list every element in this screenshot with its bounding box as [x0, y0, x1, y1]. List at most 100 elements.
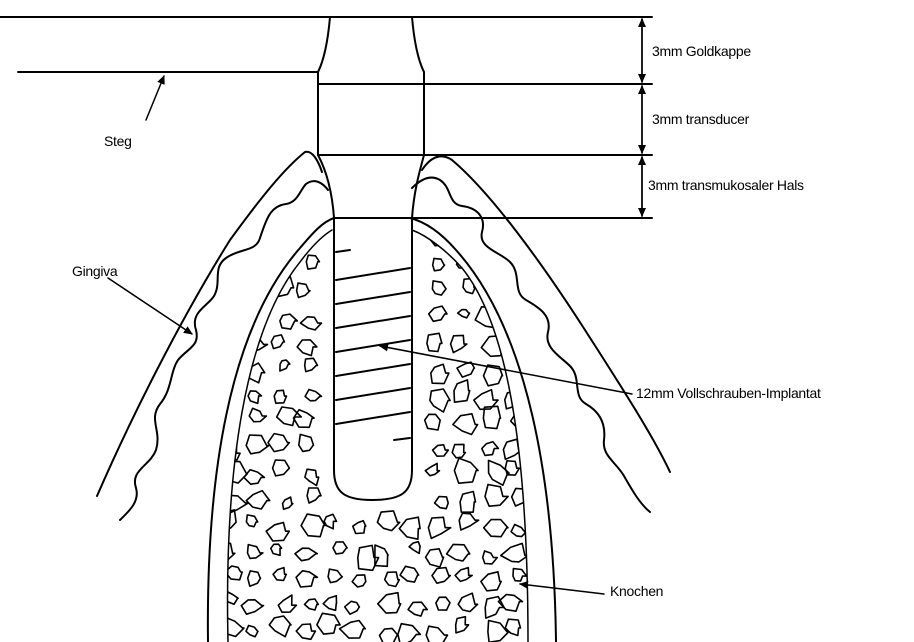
trabecula [481, 336, 506, 357]
trabecula [224, 333, 242, 347]
trabecula [353, 521, 366, 534]
gingiva-leader [108, 278, 192, 334]
trabecula [482, 442, 499, 456]
trabecula [297, 283, 310, 297]
trabecula [432, 281, 446, 295]
trabecula [433, 445, 449, 456]
trabecula [305, 390, 321, 401]
trabecula [225, 461, 247, 483]
trabecula [475, 225, 500, 247]
trabecula [511, 525, 526, 537]
trabecula [271, 544, 282, 555]
trabecula [296, 571, 317, 587]
trabecula [426, 549, 444, 567]
trabecula [398, 624, 420, 642]
trabecula [249, 408, 266, 421]
label-implantat: 12mm Vollschrauben-Implantat [636, 385, 821, 401]
trabecula [385, 572, 400, 587]
trabecula [324, 514, 336, 529]
gingiva-outer-contour [97, 152, 670, 496]
trabecula [248, 391, 261, 404]
trabecula [429, 306, 447, 321]
implantat-leader [380, 346, 632, 394]
trabecula [276, 277, 294, 297]
trabecula [458, 310, 470, 318]
trabecula [399, 517, 420, 539]
trabecula [426, 626, 447, 642]
trabecula [248, 545, 263, 559]
trabecula [455, 568, 472, 582]
label-hals: 3mm transmukosaler Hals [648, 177, 804, 193]
trabecula [433, 258, 445, 270]
trabecula [451, 335, 467, 352]
trabecula [505, 392, 524, 409]
trabecula [447, 544, 470, 561]
trabecula [511, 318, 525, 328]
trabecula [271, 335, 284, 349]
implant-threads [336, 250, 410, 440]
trabecula [375, 545, 388, 566]
trabecula [511, 413, 532, 429]
trabecula [432, 568, 450, 584]
trabecula [280, 314, 297, 329]
trabecula [380, 628, 399, 642]
trabecula [296, 624, 315, 639]
trabecula [456, 617, 469, 633]
trabecula [294, 410, 315, 428]
trabecula [483, 255, 501, 273]
trabecula [301, 514, 325, 537]
trabecula [323, 596, 336, 611]
trabecula [457, 362, 474, 377]
trabecula [297, 340, 317, 356]
trabecula [458, 593, 477, 611]
trabecula [248, 571, 261, 586]
trabecula [400, 566, 419, 582]
label-gingiva: Gingiva [72, 263, 118, 279]
trabecula [218, 617, 244, 637]
label-goldkappe: 3mm Goldkappe [652, 43, 751, 59]
trabecula [241, 600, 263, 614]
trabecula [345, 601, 360, 614]
trabecula [456, 230, 477, 252]
trabecula [266, 523, 289, 542]
trabecula [352, 575, 366, 587]
trabecula [299, 434, 314, 451]
label-transducer: 3mm transducer [652, 111, 750, 127]
trabecula [246, 435, 269, 454]
trabecula [305, 599, 319, 610]
trabecula [460, 492, 475, 513]
trabecula [263, 226, 293, 244]
trabecula [488, 621, 509, 642]
trabecula [218, 309, 235, 325]
trabecula [283, 497, 293, 509]
trabecula [253, 288, 270, 305]
gingiva-inner-wavy-left [120, 181, 328, 520]
trabecula [278, 595, 296, 612]
trabecula [295, 548, 317, 561]
trabecula [277, 407, 302, 426]
trabecula [459, 513, 478, 530]
trabecula [306, 255, 319, 269]
trabecula [435, 497, 449, 509]
trabecula [333, 542, 347, 554]
trabecula [305, 469, 319, 485]
trabecula [453, 414, 478, 435]
trabecula [484, 520, 508, 537]
label-knochen: Knochen [610, 583, 663, 599]
trabecula [513, 569, 527, 582]
trabecula [229, 447, 241, 460]
trabecula [409, 542, 420, 554]
trabecula [378, 593, 401, 613]
trabecula [300, 317, 321, 330]
trabecula [430, 389, 450, 412]
gingiva-inner-wavy-right [412, 178, 650, 512]
trabecula [436, 597, 450, 610]
trabecula [273, 568, 286, 581]
trabecula [246, 626, 258, 637]
trabecula [501, 543, 528, 562]
trabecula [428, 517, 450, 538]
label-steg: Steg [104, 133, 132, 149]
trabecula [328, 569, 342, 583]
trabecula [244, 470, 265, 485]
